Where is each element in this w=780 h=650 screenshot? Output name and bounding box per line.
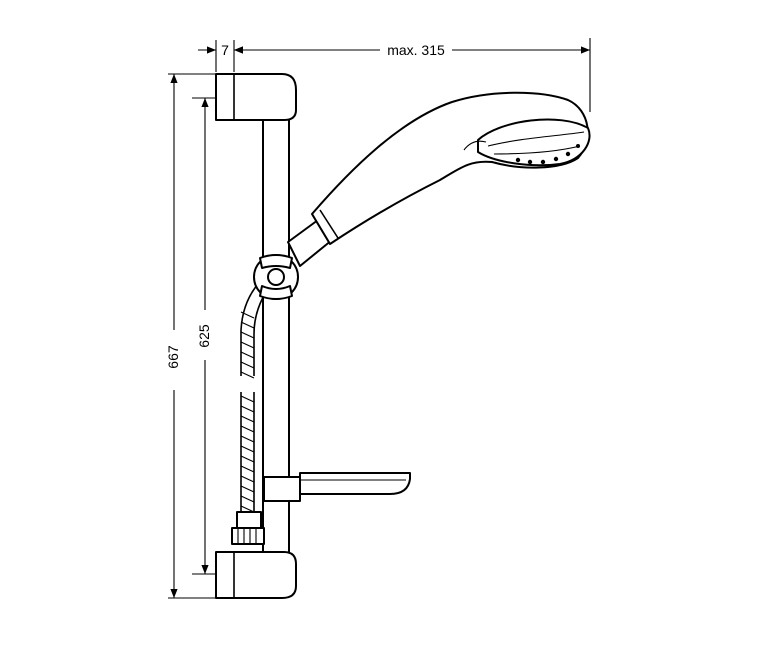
slide-bar (262, 111, 290, 575)
soap-dish (263, 472, 411, 502)
hand-shower (287, 91, 591, 267)
dim-625-label: 625 (196, 324, 212, 348)
bottom-wall-bracket (215, 551, 297, 599)
top-wall-bracket (215, 73, 297, 121)
dim-667-label: 667 (165, 345, 181, 369)
shower-holder (253, 254, 299, 300)
hose-connector (231, 511, 265, 545)
dimension-lines: 7 max. 315 667 625 (165, 38, 591, 599)
dim-7-label: 7 (221, 42, 229, 58)
spray-nozzles (515, 144, 580, 165)
shower-hose (240, 283, 271, 513)
dim-315-label: max. 315 (387, 42, 445, 58)
